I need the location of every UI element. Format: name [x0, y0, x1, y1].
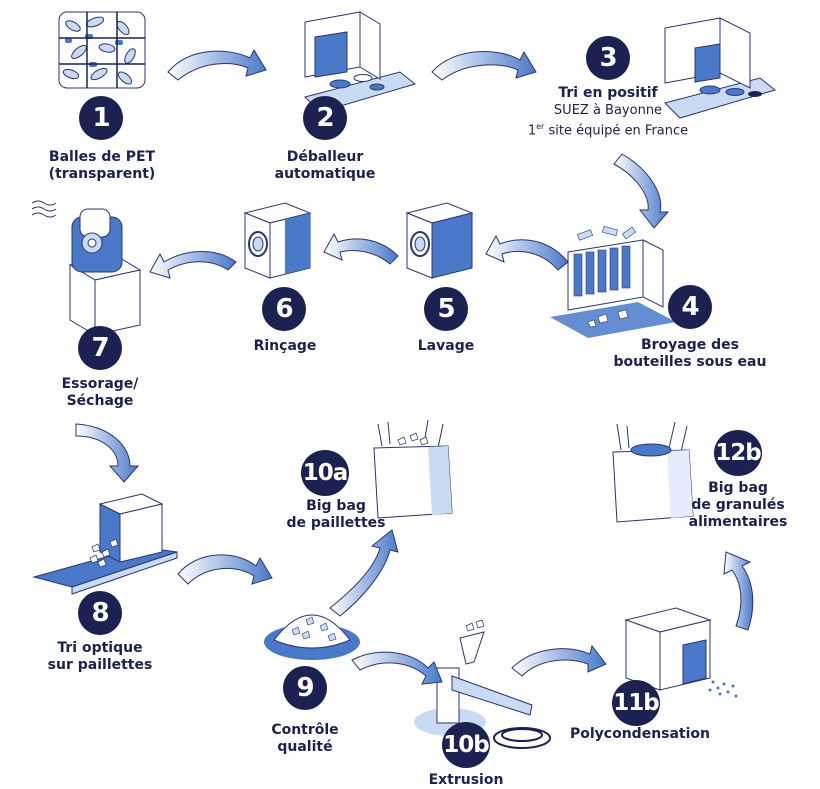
pet-bale-illustration: [58, 11, 146, 89]
step-label-3: Tri en positif: [558, 85, 658, 101]
step-label-1: Balles de PET(transparent): [48, 149, 156, 182]
arrow-8-to-9: [177, 554, 273, 585]
step-badge-11b: 11b: [612, 680, 660, 726]
arrow-1-to-2: [167, 48, 267, 81]
rinser-illustration: [243, 202, 312, 279]
step-label-10b: Extrusion: [428, 772, 504, 788]
arrow-3-to-4: [613, 153, 670, 229]
flakes-bigbag-illustration: [373, 419, 453, 519]
shredder-illustration: [550, 225, 676, 338]
arrow-7-to-8: [75, 423, 140, 483]
step-label-6: Rinçage: [253, 338, 317, 354]
polycondensation-illustration: [624, 607, 738, 698]
flakes-pile-illustration: [264, 614, 360, 660]
step-badge-3: 3: [586, 36, 630, 80]
step-badge-8: 8: [78, 591, 122, 635]
step-badge-6: 6: [262, 287, 306, 331]
arrow-6-to-7: [149, 250, 237, 279]
step-label-7: Essorage/Séchage: [61, 376, 139, 409]
step-badge-10a: 10a: [301, 450, 349, 496]
step-badge-5: 5: [424, 287, 468, 331]
step-badge-9: 9: [283, 666, 327, 710]
step-label-5: Lavage: [417, 338, 475, 354]
arrow-11b-to-12b: [723, 551, 754, 631]
step-badge-4: 4: [668, 285, 712, 329]
washer-illustration: [405, 202, 474, 279]
step-badge-7: 7: [78, 326, 122, 370]
positive-sorting-illustration: [664, 17, 777, 119]
dryer-illustration: [31, 200, 142, 336]
step-badge-10b: 10b: [442, 722, 490, 768]
arrow-5-to-6: [323, 232, 399, 265]
step-badge-1: 1: [79, 96, 123, 140]
arrow-4-to-5: [485, 234, 569, 271]
step-label-11b: Polycondensation: [569, 726, 711, 742]
arrow-10b-to-11b: [511, 644, 607, 677]
step-sublabel-3: SUEZ à Bayonne 1er site équipé en France: [527, 103, 689, 139]
arrow-2-to-3: [431, 50, 537, 81]
step-badge-12b: 12b: [714, 430, 762, 476]
arrow-9-to-10a: [329, 529, 399, 617]
granules-bigbag-illustration: [612, 421, 694, 523]
step-badge-2: 2: [303, 96, 347, 140]
extruder-illustration: [414, 619, 551, 749]
arrow-9-to-10b: [351, 651, 443, 685]
optical-sorter-illustration: [32, 493, 178, 595]
